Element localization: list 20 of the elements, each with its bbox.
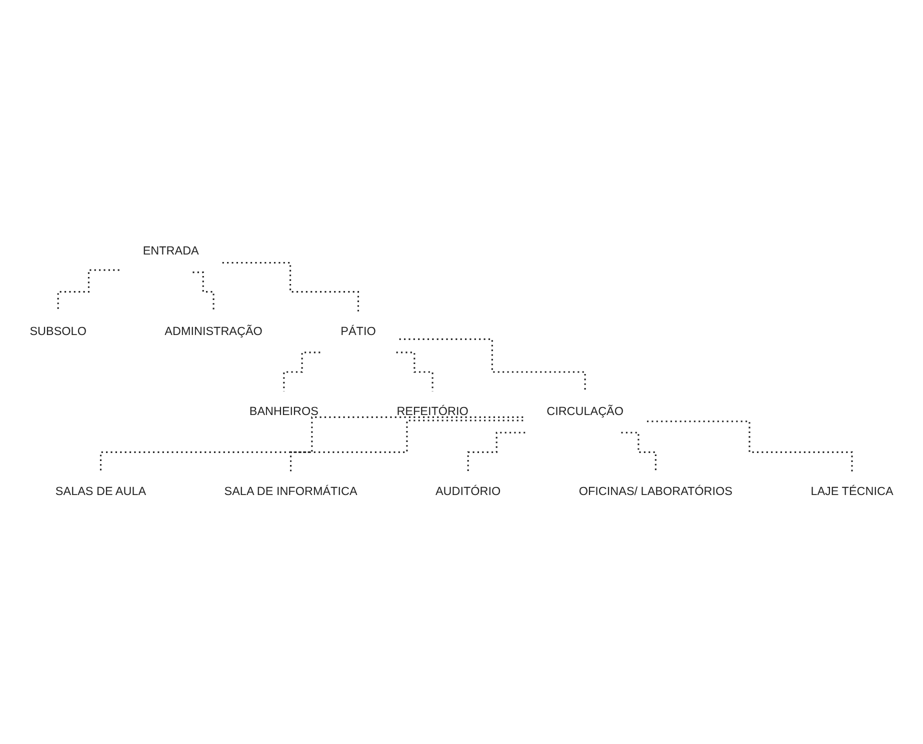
connector	[467, 432, 526, 472]
connector	[192, 272, 214, 312]
node-text: OFICINAS/ LABORATÓRIOS	[578, 485, 732, 498]
connector	[290, 420, 524, 472]
connector	[100, 416, 524, 472]
connector	[621, 432, 656, 472]
node-text: ADMINISTRAÇÃO	[164, 324, 262, 338]
node-text: SALAS DE AULA	[55, 485, 146, 498]
node-text: PÁTIO	[340, 324, 376, 338]
node-text: LAJE TÉCNICA	[810, 485, 894, 498]
node-text: ENTRADA	[142, 244, 199, 258]
node-text: SUBSOLO	[30, 324, 86, 338]
node-text: CIRCULAÇÃO	[546, 404, 624, 418]
node-text: SALA DE INFORMÁTICA	[224, 485, 358, 498]
node-text: AUDITÓRIO	[435, 485, 501, 498]
connector	[646, 420, 853, 472]
connector	[399, 338, 586, 392]
node-text: REFEITÓRIO	[396, 404, 468, 418]
connector	[222, 262, 360, 312]
node-text: BANHEIROS	[249, 404, 318, 418]
